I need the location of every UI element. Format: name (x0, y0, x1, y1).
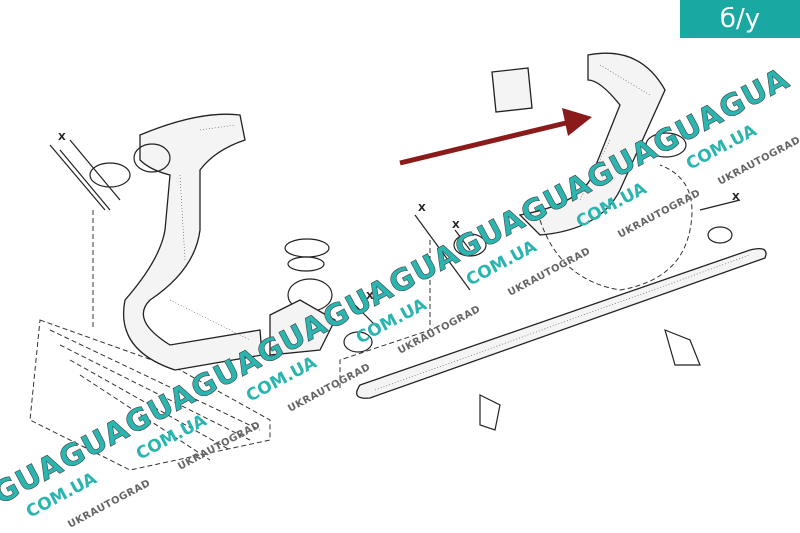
dimension-label: X (418, 203, 426, 214)
coupling-sleeve (491, 67, 533, 113)
clamps (89, 132, 733, 353)
crossover-pipe (356, 247, 767, 431)
svg-text:GUA: GUA (383, 236, 465, 302)
highlight-arrow (399, 108, 592, 166)
watermark: GUA GUA GUA GUA GUA GUA GUA GUA GUA GUA … (0, 61, 800, 531)
dimension-label: X (452, 220, 460, 231)
dimension-label: X (732, 192, 740, 203)
dimension-label: X (366, 291, 374, 302)
svg-text:GUA: GUA (53, 411, 135, 477)
dimension-label: X (58, 132, 66, 143)
used-condition-badge: б/у (680, 0, 800, 38)
left-intake-hose (123, 113, 336, 371)
svg-text:GUA: GUA (713, 61, 795, 127)
right-outlet-hose (491, 52, 693, 291)
dimension-lines: X X X X X (49, 132, 741, 390)
intercooler (29, 319, 271, 471)
